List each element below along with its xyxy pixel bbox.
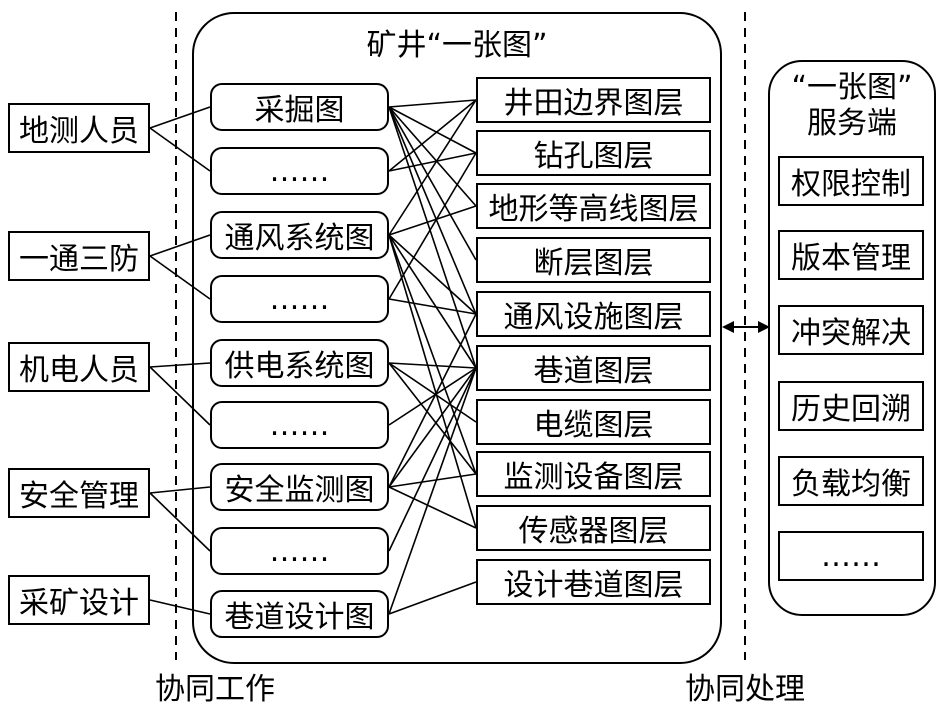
layer-field-boundary: 井田边界图层 [476,77,711,123]
arrow-head-right-icon [758,321,770,333]
map-layer-connector [388,99,477,108]
map-layer-connector [388,106,477,315]
service-panel [768,60,936,616]
role-map-connector [149,127,211,172]
role-ventilation-safety: 一通三防 [8,231,150,281]
map-layer-connector [388,581,477,615]
layer-monitoring-device: 监测设备图层 [476,451,711,497]
map-layer-connector [388,106,477,369]
map-layer-connector [388,367,477,552]
role-electromechanical-staff: 机电人员 [8,342,150,392]
role-map-connector [149,599,211,615]
map-layer-connector [388,205,477,236]
map-safety-monitoring: 安全监测图 [210,463,389,511]
role-map-connector [149,362,211,368]
role-mining-design: 采矿设计 [8,575,150,625]
layer-sensor: 传感器图层 [476,505,711,551]
role-map-connector [149,366,211,426]
map-layer-connector [388,362,477,475]
map-layer-connector [388,367,477,426]
role-safety-management: 安全管理 [8,468,150,518]
map-ventilation-system: 通风系统图 [210,211,389,259]
map-ellipsis-1: …… [210,147,389,195]
map-ellipsis-4: …… [210,527,389,575]
footer-collaborative-work: 协同工作 [155,672,275,707]
service-history-rollback: 历史回溯 [778,381,924,431]
service-title-line1: “一张图” [791,70,913,105]
service-title-line2: 服务端 [807,106,897,141]
map-layer-connector [388,152,477,300]
service-conflict-resolution: 冲突解决 [778,305,924,355]
map-layer-connector [388,106,477,261]
map-layer-connector [388,152,477,172]
layer-ventilation-facility: 通风设施图层 [476,291,711,337]
map-roadway-design: 巷道设计图 [210,590,389,638]
map-layer-connector [388,313,477,488]
map-layer-connector [388,106,477,207]
map-layer-connector [388,486,477,529]
role-map-connector [149,492,211,552]
layer-design-roadway: 设计巷道图层 [476,559,711,605]
mine-one-map-panel [192,12,722,664]
map-layer-connector [388,367,477,488]
map-layer-connector [388,234,477,529]
map-layer-connector [388,298,477,315]
map-layer-connector [388,99,477,236]
role-map-connector [149,106,211,129]
layer-cable: 电缆图层 [476,399,711,445]
map-layer-connector [388,234,477,369]
map-layer-connector [388,362,477,369]
map-layer-connector [388,234,477,315]
map-layer-connector [388,367,477,615]
map-layer-connector [388,99,477,172]
layer-roadway: 巷道图层 [476,345,711,391]
map-power-supply-system: 供电系统图 [210,339,389,387]
service-ellipsis: …… [778,531,924,581]
map-ellipsis-2: …… [210,275,389,323]
map-excavation: 采掘图 [210,83,389,131]
role-map-connector [149,255,211,300]
role-map-connector [149,486,211,494]
service-load-balancing: 负载均衡 [778,456,924,506]
role-survey-staff: 地测人员 [8,103,150,153]
connection-group [149,99,477,615]
service-access-control: 权限控制 [778,156,924,206]
mine-one-map-title: 矿井“一张图” [366,28,548,63]
map-layer-connector [388,362,477,423]
arrow-head-left-icon [722,321,734,333]
footer-collaborative-processing: 协同处理 [685,672,805,707]
layer-contour: 地形等高线图层 [476,183,711,229]
map-layer-connector [388,473,477,488]
map-layer-connector [388,106,477,154]
layer-fault: 断层图层 [476,237,711,283]
map-ellipsis-3: …… [210,401,389,449]
role-map-connector [149,234,211,257]
service-version-management: 版本管理 [778,230,924,280]
layer-borehole: 钻孔图层 [476,130,711,176]
